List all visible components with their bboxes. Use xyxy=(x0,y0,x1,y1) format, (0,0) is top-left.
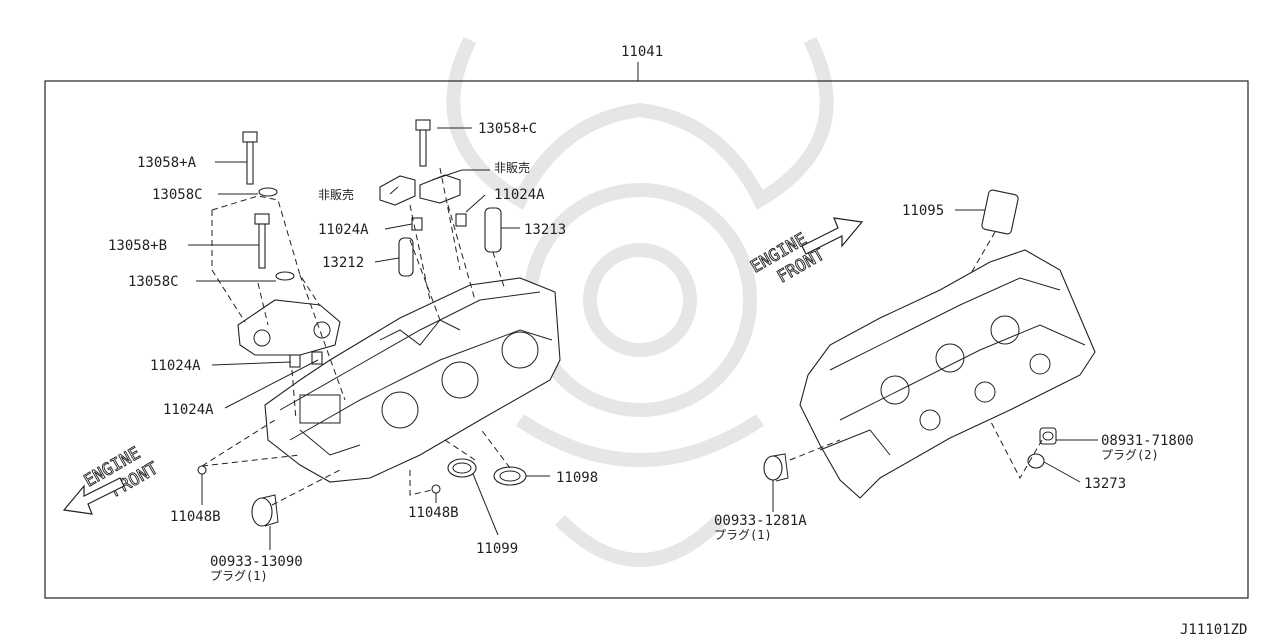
label-hihanbai-left[interactable]: 非販売 xyxy=(318,187,354,202)
diagram-reference-code: J11101ZD xyxy=(1180,622,1247,638)
top-reference-number[interactable]: 11041 xyxy=(621,44,663,60)
label-13213[interactable]: 13213 xyxy=(524,222,566,238)
engine-front-indicator-left: ENGINE FRONT xyxy=(62,443,162,515)
engine-front-indicator-right: ENGINE FRONT xyxy=(747,217,864,288)
label-11048B-left[interactable]: 11048B xyxy=(170,509,221,525)
label-plug1-left[interactable]: プラグ(1) xyxy=(210,569,268,583)
part-labels: 13058+A 13058C 13058+B 13058C 13058+C 非販… xyxy=(108,121,1194,583)
leader-lines xyxy=(188,127,1098,550)
label-11048B-mid[interactable]: 11048B xyxy=(408,505,459,521)
plug-00933-1281A xyxy=(763,453,789,482)
arrow-left-icon xyxy=(62,477,125,515)
left-cam-bracket xyxy=(237,299,341,368)
label-13058C-1[interactable]: 13058C xyxy=(152,187,203,203)
label-11024A-mid-right[interactable]: 11024A xyxy=(494,187,545,203)
bolt-13058-B xyxy=(254,213,270,269)
label-11095[interactable]: 11095 xyxy=(902,203,944,219)
label-plug2[interactable]: プラグ(2) xyxy=(1101,448,1159,462)
plug-00933-13090 xyxy=(251,494,279,527)
ball-11048B-1 xyxy=(197,465,207,475)
label-00933-13090[interactable]: 00933-13090 xyxy=(210,554,303,570)
arrow-right-icon xyxy=(801,217,864,255)
cap-hihanbai-right xyxy=(419,174,461,204)
assembly-guide-lines xyxy=(201,167,1043,506)
guide-13212 xyxy=(398,237,414,277)
label-13212[interactable]: 13212 xyxy=(322,255,364,271)
dowel-11024A-mid-right xyxy=(455,213,467,227)
cap-hihanbai-left xyxy=(379,175,416,206)
label-13273[interactable]: 13273 xyxy=(1084,476,1126,492)
seal-11099 xyxy=(447,458,477,478)
left-cylinder-head xyxy=(264,277,561,483)
label-11098[interactable]: 11098 xyxy=(556,470,598,486)
label-11099[interactable]: 11099 xyxy=(476,541,518,557)
label-hihanbai-right[interactable]: 非販売 xyxy=(494,160,530,175)
label-08931-71800[interactable]: 08931-71800 xyxy=(1101,433,1194,449)
bolt-13058-C xyxy=(415,119,431,167)
label-plug1-right[interactable]: プラグ(1) xyxy=(714,528,772,542)
label-11024A-mid-left[interactable]: 11024A xyxy=(318,222,369,238)
right-cylinder-head xyxy=(799,249,1096,499)
washer-13058C-2 xyxy=(275,271,295,281)
bolt-13058-A xyxy=(242,131,258,185)
seal-11098 xyxy=(493,466,527,486)
label-13058-B[interactable]: 13058+B xyxy=(108,238,167,254)
label-13058C-2[interactable]: 13058C xyxy=(128,274,179,290)
label-11024A-left-1[interactable]: 11024A xyxy=(150,358,201,374)
diagram-frame xyxy=(44,80,1249,599)
plug-08931-71800 xyxy=(1039,427,1057,445)
label-13058-A[interactable]: 13058+A xyxy=(137,155,197,171)
label-11024A-left-2[interactable]: 11024A xyxy=(163,402,214,418)
label-00933-1281A[interactable]: 00933-1281A xyxy=(714,513,807,529)
guide-11095 xyxy=(981,189,1019,235)
washer-13058C-1 xyxy=(258,187,278,197)
label-13058-C[interactable]: 13058+C xyxy=(478,121,537,137)
guide-13213 xyxy=(484,207,502,253)
ball-11048B-2 xyxy=(431,484,441,494)
